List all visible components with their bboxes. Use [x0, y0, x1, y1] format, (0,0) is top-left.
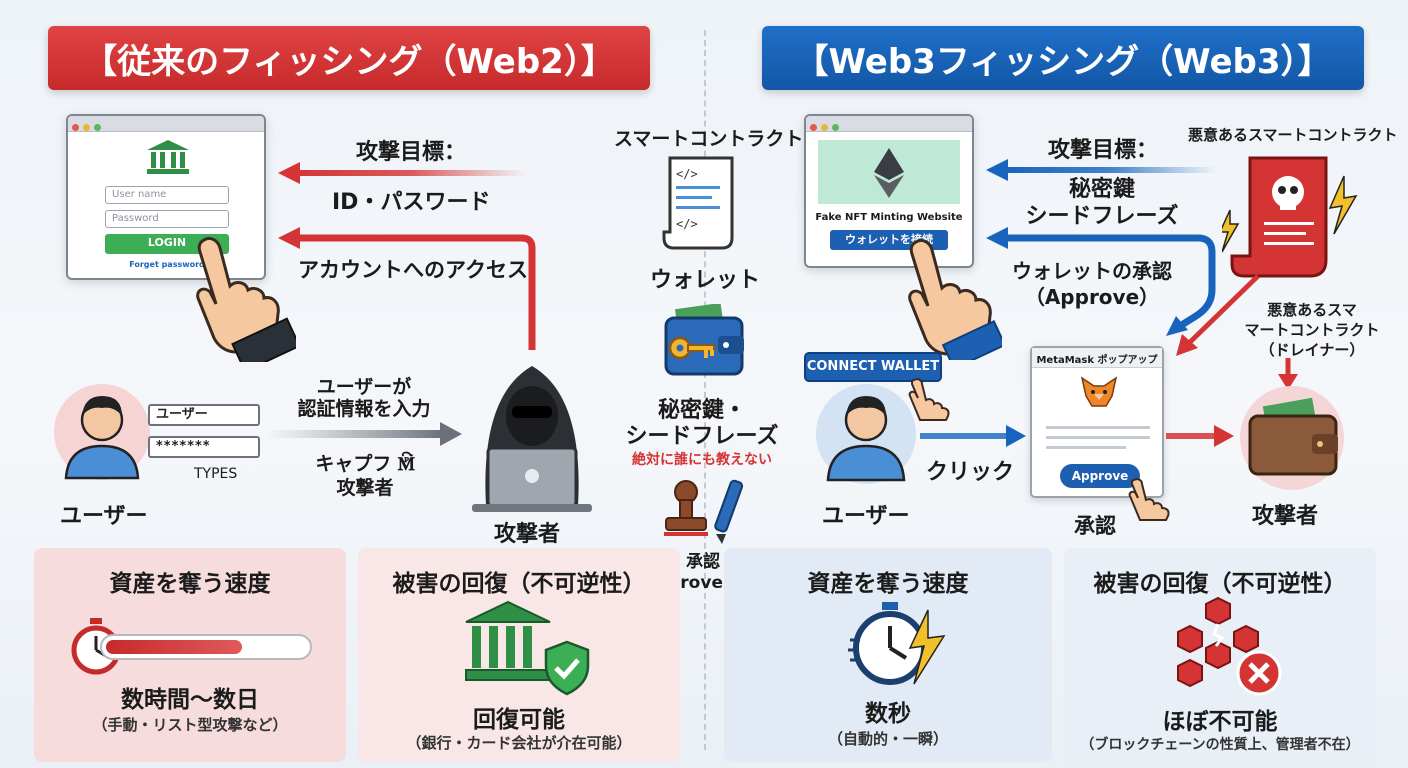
fox-icon	[1080, 376, 1118, 407]
card-title: 資産を奪う速度	[807, 571, 969, 597]
forgot-password-link[interactable]: Forget password	[129, 260, 205, 269]
pointing-hand-icon	[196, 236, 296, 362]
key-icon	[668, 336, 715, 360]
card-value: 回復可能	[473, 707, 565, 733]
drain-arrow	[1166, 425, 1234, 447]
bank-icon	[465, 600, 551, 681]
ethereum-icon	[874, 148, 904, 198]
drainer-arrows	[1176, 274, 1298, 390]
speed-bar-fill	[106, 640, 242, 654]
password-input[interactable]: Password	[105, 210, 229, 228]
web2-speed-card: 資産を奪う速度 数時間〜数日 （手動・リスト型攻撃など）	[34, 548, 346, 762]
web3-target-arrows	[986, 159, 1216, 336]
pointing-hand-icon	[908, 378, 950, 421]
card-title: 被害の回復（不可逆性）	[1093, 571, 1347, 597]
username-input[interactable]: User name	[105, 186, 229, 204]
types-label: TYPES	[194, 466, 238, 482]
center-divider	[704, 30, 706, 750]
click-arrow	[920, 425, 1026, 447]
card-note: （ブロックチェーンの性質上、管理者不在）	[1080, 737, 1360, 753]
card-value: 数時間〜数日	[121, 687, 259, 713]
web3-target-value: 秘密鍵 シードフレーズ	[1025, 177, 1179, 229]
stamp-icon	[664, 480, 708, 536]
broken-blockchain-icon	[1177, 596, 1259, 688]
username-field[interactable]: ユーザー	[148, 404, 260, 426]
wallet-icon	[1240, 386, 1344, 490]
web3-recovery-card: 被害の回復（不可逆性） ほぼ不可能 （ブロックチェーンの性質上、管理者不在）	[1064, 548, 1376, 762]
web3-attacker-label: 攻撃者	[1252, 504, 1319, 529]
fake-site-title: Fake NFT Minting Website	[815, 212, 963, 223]
pen-icon	[714, 479, 744, 544]
account-access-label: アカウントへのアクセス	[298, 258, 528, 282]
stopwatch-icon	[848, 602, 946, 685]
pointing-hand-icon	[908, 238, 1002, 360]
window-titlebar	[806, 116, 972, 132]
never-tell-warning: 絶対に誰にも教えない	[632, 452, 772, 468]
input-arrow	[266, 422, 462, 446]
connect-wallet-button[interactable]: CONNECT WALLET	[804, 352, 942, 382]
malicious-contract-label: 悪意あるスマートコントラクト	[1188, 126, 1398, 144]
wallet-label: ウォレット	[650, 268, 761, 293]
input-action-label: ユーザーが 認証情報を入力	[297, 376, 431, 420]
popup-text-line	[1046, 426, 1150, 429]
drainer-label: 悪意あるスマ マートコントラクト （ドレイナー）	[1244, 301, 1380, 359]
card-value: ほぼ不可能	[1162, 709, 1278, 735]
popup-text-line	[1046, 436, 1150, 439]
metamask-title: MetaMask ポップアップ	[1036, 355, 1158, 366]
web2-login-window: User name Password LOGIN Forget password	[66, 114, 266, 280]
shield-check-icon	[544, 640, 590, 696]
web3-speed-card: 資産を奪う速度 数秒 （自動的・一瞬）	[724, 548, 1052, 762]
wallet-approval-label: ウォレットの承認 （Approve）	[1012, 259, 1172, 309]
web3-header: 【Web3フィッシング（Web3）】	[762, 26, 1364, 90]
card-note: （銀行・カード会社が介在可能）	[406, 734, 632, 752]
web2-recovery-card: 被害の回復（不可逆性） 回復可能 （銀行・カード会社が介在可能）	[358, 548, 680, 762]
web2-attacker-label: 攻撃者	[494, 522, 561, 547]
card-title: 被害の回復（不可逆性）	[392, 571, 646, 597]
card-value: 数秒	[865, 701, 911, 727]
web2-target-label: 攻撃目標：	[356, 140, 467, 165]
web3-target-label: 攻撃目標：	[1048, 138, 1159, 163]
svg-text:</>: </>	[676, 167, 698, 181]
metamask-titlebar	[1032, 348, 1162, 368]
private-key-label: 秘密鍵・ シードフレーズ	[625, 398, 779, 449]
smart-contract-label: スマートコントラクト	[614, 128, 804, 150]
window-titlebar	[68, 116, 264, 132]
card-note: （手動・リスト型攻撃など）	[92, 716, 288, 734]
metamask-popup: MetaMask ポップアップ Approve	[1030, 346, 1164, 498]
approve-button[interactable]: Approve	[1060, 464, 1140, 488]
password-field[interactable]: *******	[148, 436, 260, 458]
web2-header: 【従来のフィッシング（Web2）】	[48, 26, 650, 90]
web2-target-arrows	[278, 162, 536, 350]
pointing-hand-icon	[1128, 478, 1170, 521]
web2-target-value: ID・パスワード	[332, 190, 491, 215]
hacker-icon	[472, 366, 592, 512]
skull-scroll-icon	[1222, 156, 1358, 278]
user-icon	[816, 384, 916, 484]
click-label: クリック	[926, 460, 1015, 485]
approval-label: 承認	[1074, 514, 1116, 538]
web3-user-label: ユーザー	[822, 504, 910, 529]
svg-text:</>: </>	[676, 217, 698, 231]
popup-text-line	[1046, 446, 1126, 449]
web2-user-label: ユーザー	[60, 504, 148, 529]
bank-icon	[147, 140, 189, 174]
fake-nft-window: Fake NFT Minting Website ウォレットを接続	[804, 114, 974, 268]
card-note: （自動的・一瞬）	[827, 730, 948, 748]
capture-label: キャプフ 🕅 攻撃者	[315, 453, 415, 499]
cross-icon	[1236, 650, 1282, 696]
card-title: 資産を奪う速度	[109, 571, 271, 597]
user-icon	[54, 384, 150, 480]
document-icon: </> </>	[662, 156, 734, 250]
